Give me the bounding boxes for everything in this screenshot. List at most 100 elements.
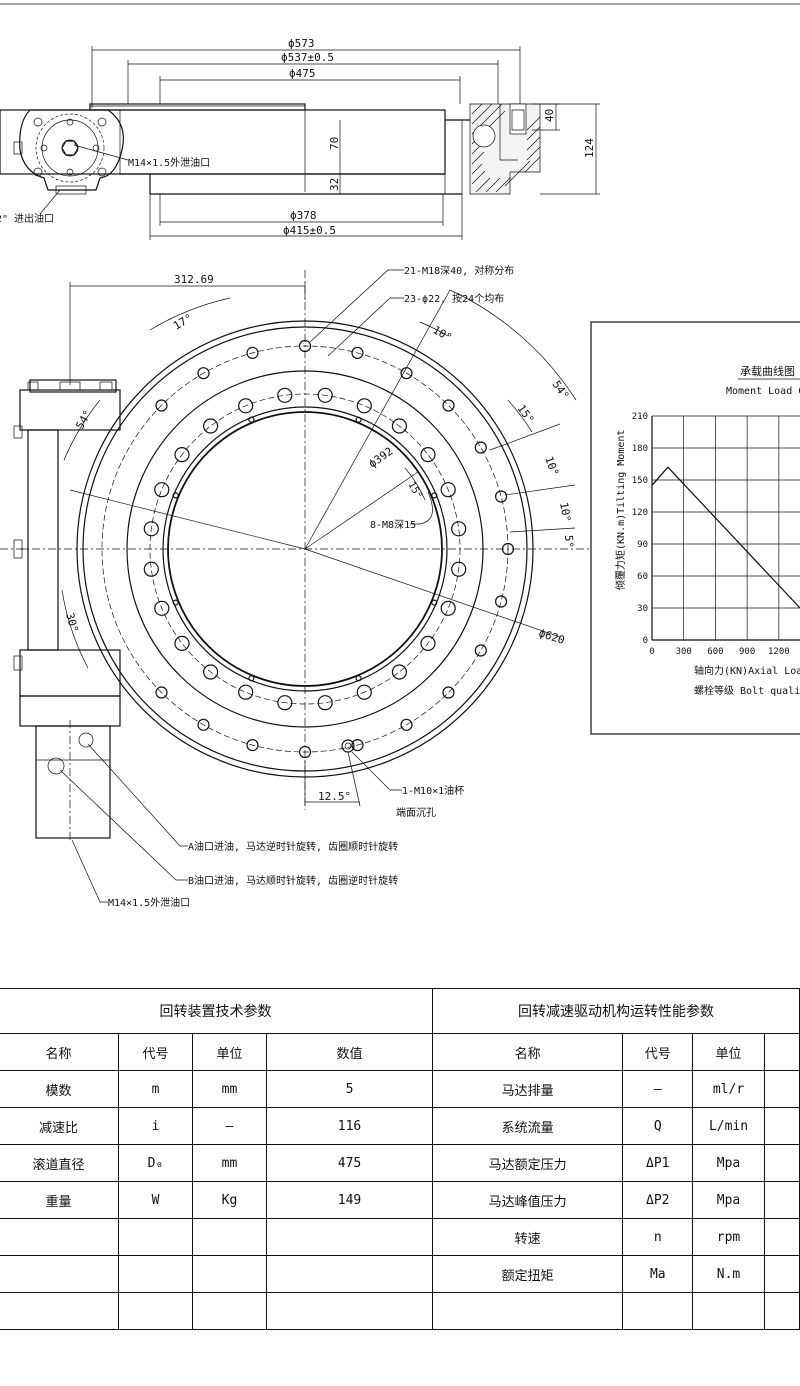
dim-124: 124 [583, 138, 596, 158]
table-cell-extra [763, 1181, 800, 1219]
table2-header: 名称 [431, 1033, 624, 1071]
table-cell: D₀ [118, 1144, 193, 1182]
dim-10deg-r2: 10° [557, 501, 573, 523]
dim-620: ϕ620 [537, 626, 566, 647]
bolt-hole [495, 595, 508, 608]
table1-header: 单位 [192, 1033, 267, 1071]
table-row: 马达排量—ml/r [431, 1070, 800, 1108]
table-cell: 额定扭矩 [431, 1255, 624, 1293]
label-oil-inlet: 2" 进出油口 [0, 212, 54, 225]
label-grease-2: 端面沉孔 [396, 806, 436, 819]
bolt-hole [440, 600, 456, 616]
table-cell: 马达峰值压力 [431, 1181, 624, 1219]
bolt-hole [238, 398, 254, 414]
bolt-hole [391, 418, 407, 434]
dim-54deg-right: 54° [550, 378, 572, 402]
table-cell: 5 [266, 1070, 433, 1108]
bolt-hole [143, 561, 159, 577]
table-cell: W [118, 1181, 193, 1219]
table-cell: L/min [692, 1107, 765, 1145]
bolt-hole [317, 695, 333, 711]
chart-ylabel: 倾覆力矩(KN.m)Tilting Moment [614, 430, 627, 590]
bolt-hole [451, 521, 467, 537]
bolt-hole [351, 346, 364, 359]
table-cell [431, 1292, 624, 1330]
table-row [0, 1292, 433, 1330]
bolt-hole [355, 416, 362, 423]
chart-ytick: 60 [637, 572, 648, 582]
bolt-hole [197, 718, 210, 731]
technical-drawing: ϕ573 ϕ537±0.5 ϕ475 [0, 3, 800, 909]
table-cell: — [192, 1107, 267, 1145]
dim-17deg: 17° [171, 311, 195, 332]
table-cell [118, 1218, 193, 1256]
label-drain-top: M14×1.5外泄油口 [128, 156, 210, 169]
bolt-hole [238, 684, 254, 700]
dim-15deg-right: 15° [515, 402, 537, 426]
table2-header-extra [763, 1033, 800, 1071]
table-cell: 475 [266, 1144, 433, 1182]
table-cell [266, 1255, 433, 1293]
dim-312: 312.69 [174, 273, 214, 286]
bolt-hole [317, 387, 333, 403]
table-cell [118, 1255, 193, 1293]
chart-xtick: 0 [649, 647, 654, 657]
bolt-hole [277, 387, 293, 403]
table2-title: 回转减速驱动机构运转性能参数 [432, 988, 800, 1034]
table-cell: N.m [692, 1255, 765, 1293]
label-grease-1: 1-M10×1油杯 [402, 784, 464, 797]
table-cell: rpm [692, 1218, 765, 1256]
chart-ytick: 150 [632, 476, 648, 486]
table-cell: i [118, 1107, 193, 1145]
label-port-b: B油口进油, 马达顺时针旋转, 齿圈逆时针旋转 [188, 874, 398, 887]
bolt-hole [174, 447, 190, 463]
table-cell: 模数 [0, 1070, 119, 1108]
dim-392: ϕ392 [366, 445, 395, 471]
table-cell: ΔP1 [622, 1144, 694, 1182]
chart-series-line [651, 466, 800, 609]
bolt-hole [154, 600, 170, 616]
table-cell: 重量 [0, 1181, 119, 1219]
dim-378: ϕ378 [290, 209, 317, 222]
table-cell: ΔP2 [622, 1181, 694, 1219]
bolt-hole [298, 745, 312, 759]
chart-title-en: Moment Load Chart [726, 386, 800, 397]
chart-xlabel: 轴向力(KN)Axial Load [694, 664, 800, 677]
bolt-hole [277, 695, 293, 711]
bolt-hole [172, 599, 179, 606]
bolt-hole [442, 399, 455, 412]
bolt-hole [391, 664, 407, 680]
table-cell [692, 1292, 765, 1330]
dim-40: 40 [543, 109, 556, 122]
bolt-holes [143, 339, 515, 759]
table-cell: 转速 [431, 1218, 624, 1256]
table-cell: 减速比 [0, 1107, 119, 1145]
chart-ytick: 90 [637, 540, 648, 550]
table2-header: 单位 [692, 1033, 765, 1071]
bolt-hole [298, 339, 312, 353]
table-cell-extra [763, 1144, 800, 1182]
table-cell [0, 1292, 119, 1330]
table-cell: n [622, 1218, 694, 1256]
bolt-hole [143, 521, 159, 537]
chart-ytick: 0 [643, 636, 648, 646]
dim-30deg: 30° [63, 611, 81, 634]
dim-5deg: 5° [562, 535, 575, 549]
load-chart: 承载曲线图 Moment Load Chart 倾覆力矩(KN.m)Tiltin… [590, 321, 800, 735]
table1-header: 名称 [0, 1033, 119, 1071]
bolt-hole [400, 718, 413, 731]
table-cell [192, 1292, 267, 1330]
table-cell: m [118, 1070, 193, 1108]
table-row [431, 1292, 800, 1330]
bolt-hole [356, 398, 372, 414]
bolt-hole [197, 367, 210, 380]
chart-ytick: 120 [632, 508, 648, 518]
dim-15deg-inner: 15° [405, 480, 424, 501]
